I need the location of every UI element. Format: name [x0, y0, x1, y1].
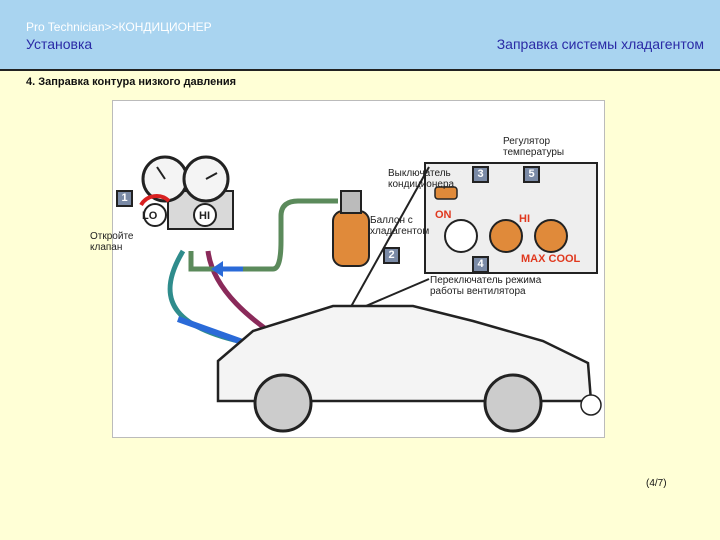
step-badge-4: 4	[472, 256, 489, 273]
page-indicator: (4/7)	[646, 478, 667, 489]
max-cool-label: MAX COOL	[521, 253, 581, 265]
step-badge-1: 1	[116, 190, 133, 207]
step-badge-5: 5	[523, 166, 540, 183]
open-valve-arrow	[139, 194, 171, 207]
breadcrumb[interactable]: Pro Technician>>КОНДИЦИОНЕР	[26, 20, 212, 34]
gauge-lo-label: LO	[142, 210, 158, 222]
page-title: Заправка системы хладагентом	[496, 36, 704, 52]
front-wheel-icon	[253, 373, 313, 433]
gauge-hi-label: HI	[199, 210, 210, 222]
callout-refrigerant-can: Баллон с хладагентом	[370, 215, 430, 237]
step-badge-3: 3	[472, 166, 489, 183]
fan-speed-knob[interactable]	[489, 219, 523, 253]
header-bar: Pro Technician>>КОНДИЦИОНЕР Установка За…	[0, 0, 720, 71]
refrigerant-can-icon	[332, 210, 370, 267]
step-heading: 4. Заправка контура низкого давления	[26, 76, 237, 88]
ac-switch-button[interactable]	[434, 186, 458, 200]
step-badge-2: 2	[383, 247, 400, 264]
hi-label: HI	[519, 213, 530, 225]
charge-hose	[188, 198, 338, 272]
climate-control-panel	[424, 162, 598, 274]
lo-valve-knob[interactable]	[143, 203, 167, 227]
rear-wheel-icon	[483, 373, 543, 433]
flow-arrow-icon-2	[176, 316, 250, 347]
callout-fan-mode-switch: Переключатель режима работы вентилятора	[430, 275, 542, 297]
callout-ac-switch: Выключатель кондиционера	[388, 168, 455, 190]
on-label: ON	[435, 209, 452, 221]
ac-charging-diagram	[139, 155, 602, 433]
illustration-panel: 1 2 3 4 5 LO HI ON HI MAX COOL	[112, 100, 605, 438]
callout-open-valve: Откройте клапан	[90, 231, 134, 253]
callout-temp-regulator: Регулятор температуры	[503, 136, 565, 158]
exhaust-smoke-icon	[580, 394, 602, 416]
hi-valve-knob[interactable]	[193, 203, 217, 227]
temperature-knob[interactable]	[534, 219, 568, 253]
section-title: Установка	[26, 36, 93, 52]
fan-mode-knob[interactable]	[444, 219, 478, 253]
car-body-icon	[216, 304, 593, 403]
